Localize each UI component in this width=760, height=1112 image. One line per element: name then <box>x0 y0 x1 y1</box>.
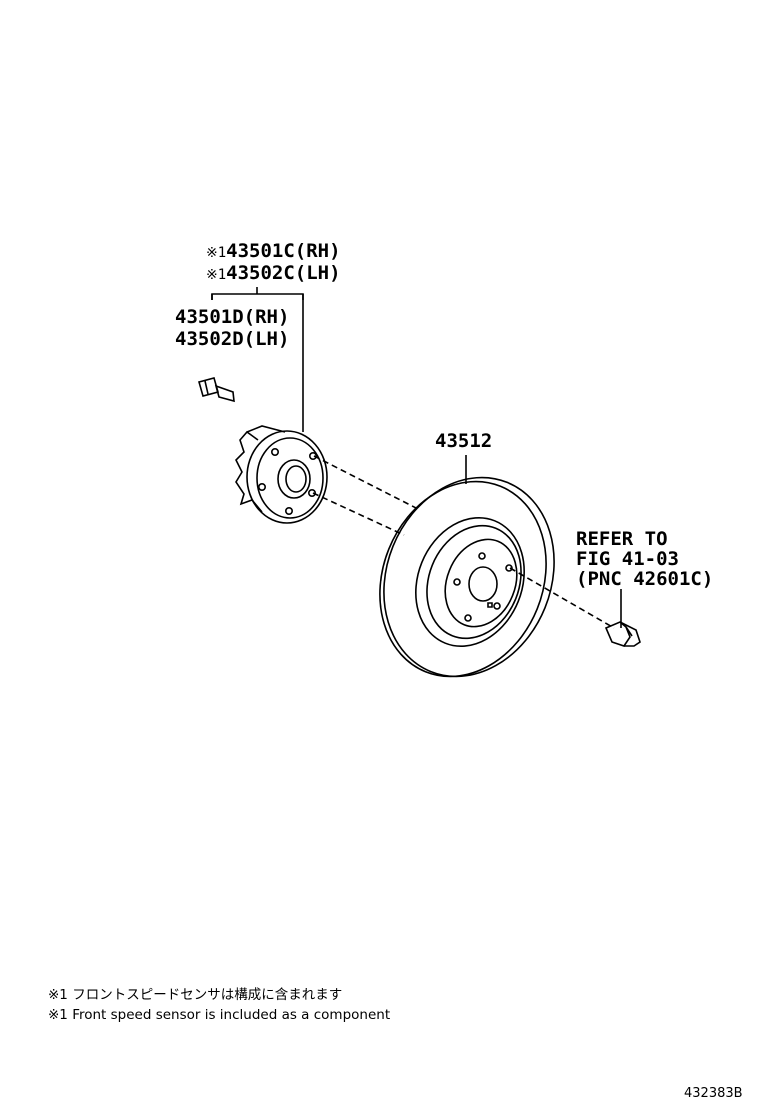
refer-line-1: REFER TO <box>576 528 668 550</box>
disc-rotor <box>379 476 555 678</box>
callout-hub-lh: 43502D(LH) <box>175 328 290 350</box>
alignment-line-upper <box>313 455 421 511</box>
alignment-line-lower <box>312 492 405 536</box>
part-number: 43502C(LH) <box>226 262 341 284</box>
part-number: 43501C(RH) <box>226 240 341 262</box>
callout-hub-lh-with-sensor: ※143502C(LH) <box>206 262 341 286</box>
hub-nut <box>604 589 641 647</box>
hub-bolt <box>198 377 235 403</box>
diagram-id: 432383B <box>684 1086 743 1101</box>
refer-line-2: FIG 41-03 <box>576 548 679 570</box>
hub-assembly <box>235 425 328 524</box>
note-mark: ※1 <box>206 267 227 283</box>
footnote-english: ※1 Front speed sensor is included as a c… <box>48 1007 391 1023</box>
leader-hub-bracket <box>211 293 304 300</box>
note-mark: ※1 <box>206 245 227 261</box>
alignment-line-nut <box>509 567 615 629</box>
callout-disc: 43512 <box>435 430 493 452</box>
footnote-japanese: ※1 フロントスピードセンサは構成に含まれます <box>48 987 343 1003</box>
refer-line-3: (PNC 42601C) <box>576 568 714 590</box>
callout-hub-rh-with-sensor: ※143501C(RH) <box>206 240 341 264</box>
callout-hub-rh: 43501D(RH) <box>175 306 290 328</box>
